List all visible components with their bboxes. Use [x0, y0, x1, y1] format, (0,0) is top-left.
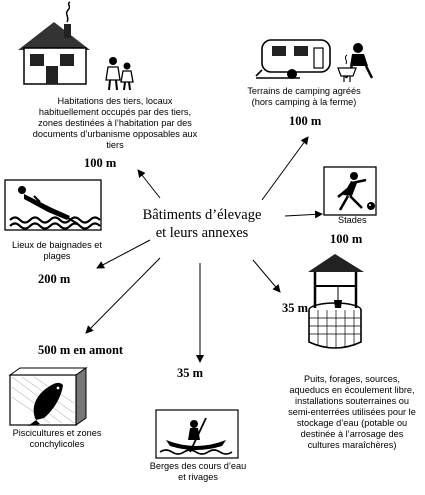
- fish-icon: [8, 367, 88, 426]
- stades-distance: 100 m: [330, 232, 363, 246]
- camping-label: Terrains de camping agréés (hors camping…: [236, 86, 372, 108]
- berges-line: et rivages: [178, 472, 218, 482]
- habitations-line: zones destinées à l’habitation par des: [38, 118, 192, 128]
- swimmer-icon: [4, 179, 102, 231]
- camping-line: Terrains de camping agréés: [247, 86, 361, 96]
- center-line-2: et leurs annexes: [155, 225, 249, 241]
- baignades-line: plages: [43, 251, 71, 261]
- caravan-camper-icon: [255, 39, 374, 82]
- puits-distance: 35 m: [282, 301, 309, 315]
- arrow-habitations: [137, 169, 161, 199]
- pisciculture-line: conchylicoles: [29, 439, 85, 449]
- habitations-line: Habitations des tiers, locaux: [57, 96, 173, 106]
- puits-line: aqueducs en écoulement libre,: [289, 385, 415, 395]
- puits-label: Puits, forages, sources, aqueducs en éco…: [284, 374, 420, 451]
- camping-line: (hors camping à la ferme): [251, 97, 357, 107]
- pisciculture-label: Piscicultures et zones conchylicoles: [2, 428, 112, 450]
- center-label: Bâtiments d’élevage et leurs annexes: [134, 206, 270, 242]
- stades-label: Stades: [338, 215, 367, 226]
- berges-distance: 35 m: [177, 366, 204, 380]
- berges-label: Berges des cours d’eau et rivages: [140, 461, 256, 483]
- puits-line: stockage d’eau (potable ou: [296, 418, 408, 428]
- habitations-line: habituellement occupés par des tiers,: [38, 107, 192, 117]
- puits-line: Puits, forages, sources,: [303, 374, 400, 384]
- arrow-camping: [261, 136, 309, 201]
- center-line-1: Bâtiments d’élevage: [142, 207, 262, 223]
- arrow-puits: [252, 259, 281, 293]
- bowling-player-icon: [323, 166, 377, 216]
- habitations-line: tiers: [106, 140, 124, 150]
- arrow-baignades: [96, 239, 151, 269]
- baignades-label: Lieux de baignades et plages: [2, 240, 112, 262]
- pisciculture-line: Piscicultures et zones: [12, 428, 102, 438]
- habitations-line: documents d’urbanisme opposables aux: [32, 129, 198, 139]
- habitations-label: Habitations des tiers, locaux habituelle…: [30, 96, 200, 151]
- pisciculture-distance: 500 m en amont: [38, 343, 124, 357]
- house-family-icon: [18, 1, 134, 91]
- puits-line: installations souterraines ou: [295, 396, 409, 406]
- arrow-stades: [284, 210, 323, 219]
- puits-line: destinée à l’arrosage des: [300, 429, 404, 439]
- baignades-line: Lieux de baignades et: [12, 240, 102, 250]
- puits-line: cultures maraîchères): [307, 440, 397, 450]
- camping-distance: 100 m: [289, 114, 322, 128]
- puits-line: semi-enterrées utilisées pour le: [288, 407, 416, 417]
- baignades-distance: 200 m: [38, 272, 71, 286]
- berges-line: Berges des cours d’eau: [149, 461, 247, 471]
- habitations-distance: 100 m: [84, 156, 117, 170]
- canoe-icon: [155, 409, 239, 459]
- water-well-icon: [308, 254, 364, 349]
- stades-line: Stades: [338, 215, 367, 225]
- arrow-pisciculture: [85, 257, 161, 334]
